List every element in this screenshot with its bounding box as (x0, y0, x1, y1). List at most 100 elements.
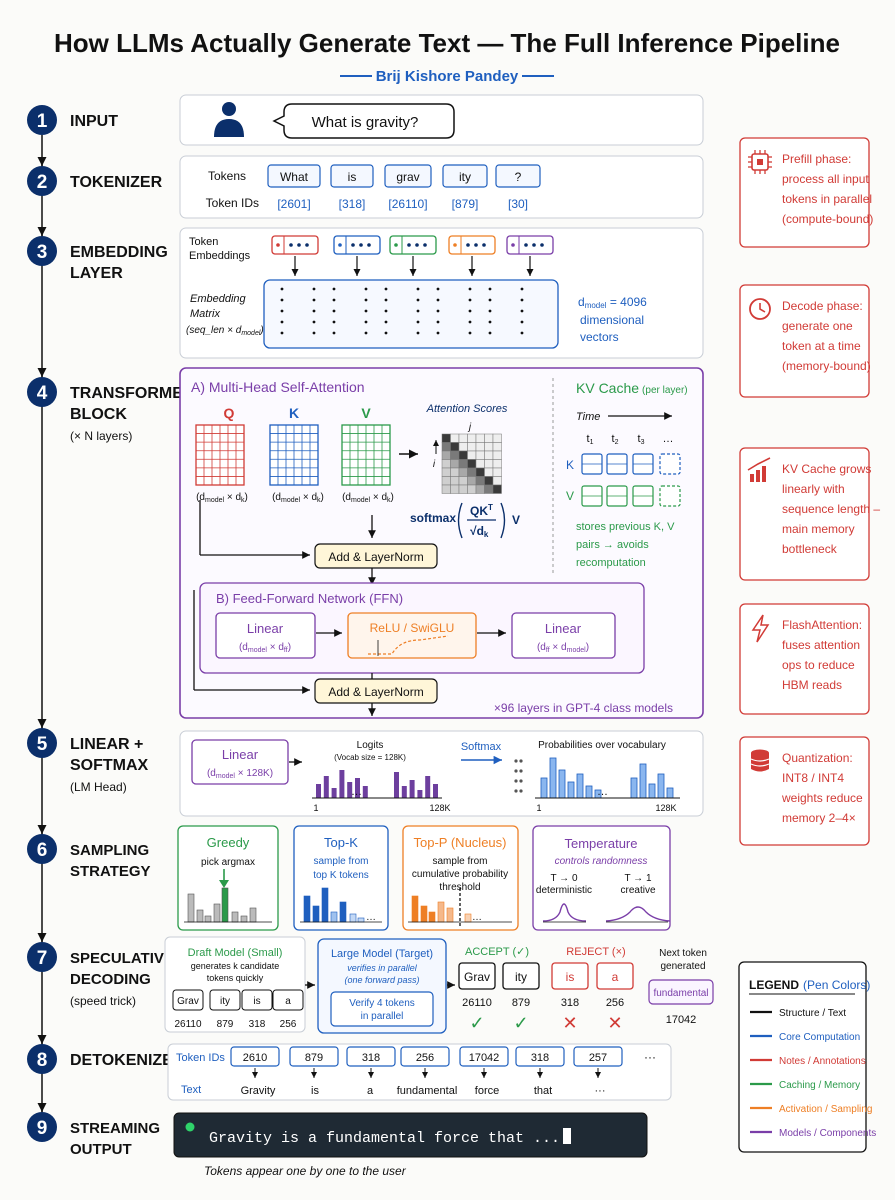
topp-bar (446, 907, 454, 923)
legend: LEGEND(Pen Colors) Structure / TextCore … (738, 961, 876, 1153)
add-layernorm-2-label: Add & LayerNorm (328, 685, 423, 699)
attention-cell (458, 433, 468, 443)
step-name-2: TOKENIZER (70, 174, 163, 191)
embedding-vector-dot (511, 243, 515, 247)
topp-bar (428, 911, 436, 923)
matrix-dot (416, 298, 420, 302)
step-name-8: DETOKENIZER (70, 1052, 185, 1069)
note-card-box (739, 736, 870, 846)
qkv-dimension-mid: × d (370, 492, 387, 503)
embedding-matrix-label: Embedding (190, 293, 247, 305)
temp-low-desc: deterministic (536, 885, 592, 896)
attention-cell (450, 450, 460, 460)
logit-bar (433, 784, 438, 798)
ffn-linear-2-dim-sub: ff (546, 647, 550, 654)
add-layernorm-2 (314, 678, 438, 704)
qkv-dimension-end: ) (391, 492, 394, 503)
matrix-dot (416, 309, 420, 313)
step-name-6: SAMPLING (70, 842, 149, 859)
legend-box (738, 961, 867, 1153)
note-line: linearly with (782, 482, 845, 496)
step-badge-3 (27, 236, 57, 266)
matrix-dot (520, 298, 524, 302)
attention-scores-label: Attention Scores (426, 403, 508, 415)
attention-cell (467, 459, 477, 469)
add-layernorm-1-label: Add & LayerNorm (328, 550, 423, 564)
embedding-matrix (263, 279, 559, 349)
temp-high-label: T → 1 (624, 873, 651, 884)
formula-right-paren (500, 502, 506, 539)
qkv-dimension-sub2: k (387, 497, 391, 504)
qkv-dimension-sub: model (281, 497, 301, 504)
q-label: Q (224, 405, 235, 421)
token-id: [318] (339, 197, 366, 211)
note-title: Quantization: (782, 751, 853, 765)
embedding-matrix-shape-end: ) (259, 325, 263, 336)
cross-icon: ✕ (607, 1013, 622, 1033)
matrix-dot (332, 331, 336, 335)
embedding-vector-dot (524, 243, 528, 247)
token-ids-label: Token IDs (206, 196, 259, 210)
probability-dot (519, 789, 523, 793)
matrix-dot (384, 331, 388, 335)
page-title: How LLMs Actually Generate Text — The Fu… (54, 28, 840, 58)
logit-bar (355, 778, 360, 798)
logit-bar (331, 788, 337, 798)
logit-bar (417, 790, 423, 798)
temp-high-desc: creative (620, 885, 655, 896)
topp-desc-1: sample from (432, 856, 487, 867)
temperature-desc: controls randomness (555, 856, 648, 867)
attention-cell (458, 467, 468, 477)
matrix-dot (520, 331, 524, 335)
embedding-vector-dot (305, 243, 309, 247)
attention-cell (458, 476, 468, 486)
matrix-dot (364, 320, 368, 324)
legend-subtitle: (Pen Colors) (803, 978, 870, 992)
attention-cell (475, 459, 485, 469)
legend-label: Structure / Text (779, 1008, 846, 1019)
token-text: What (280, 170, 309, 184)
detok-id-ellipsis: ··· (644, 1050, 656, 1064)
qkv-dimension: (dmodel × dk) (342, 492, 394, 504)
embedding-matrix-label-2: Matrix (190, 308, 220, 320)
kv-time-label-sub: 1 (590, 439, 594, 446)
draft-token-text: is (253, 996, 260, 1007)
topk-bar (312, 905, 320, 923)
dmodel-note-2: dimensional (580, 313, 644, 327)
probs-axis-end: 128K (655, 803, 676, 813)
probability-dot (519, 779, 523, 783)
probability-dot (514, 789, 518, 793)
author-line: Brij Kishore Pandey (340, 68, 554, 85)
legend-label: Notes / Annotations (779, 1056, 866, 1067)
token-id: [879] (452, 197, 479, 211)
matrix-dot (364, 331, 368, 335)
large-model-title: Large Model (Target) (331, 948, 433, 960)
reject-token-chip (551, 962, 589, 990)
logits-axis-end: 128K (429, 803, 450, 813)
reject-token-text: a (612, 970, 619, 984)
topp-desc-3: threshold (439, 882, 480, 893)
database-icon (750, 749, 770, 772)
topp-bar (437, 901, 445, 923)
draft-model-desc-2: tokens quickly (207, 973, 264, 983)
k-label: K (289, 405, 299, 421)
logit-bar (316, 784, 321, 798)
detok-id-chip (515, 1046, 565, 1067)
kv-cache-title-main: KV Cache (576, 380, 639, 396)
legend-label: Activation / Sampling (779, 1104, 872, 1115)
greedy-bar (204, 915, 212, 923)
detok-id: 318 (531, 1052, 549, 1064)
greedy-bar (231, 911, 239, 923)
attention-cell (450, 467, 460, 477)
note-title: KV Cache grows (782, 462, 871, 476)
matrix-dot (332, 309, 336, 313)
matrix-dot (332, 320, 336, 324)
clock-icon (749, 298, 771, 320)
dmodel-note-sub: model (585, 301, 607, 310)
token-embeddings-label: Token (189, 236, 218, 248)
user-icon (214, 102, 244, 137)
matrix-dot (468, 309, 472, 313)
accept-token-id: 26110 (462, 997, 492, 1009)
